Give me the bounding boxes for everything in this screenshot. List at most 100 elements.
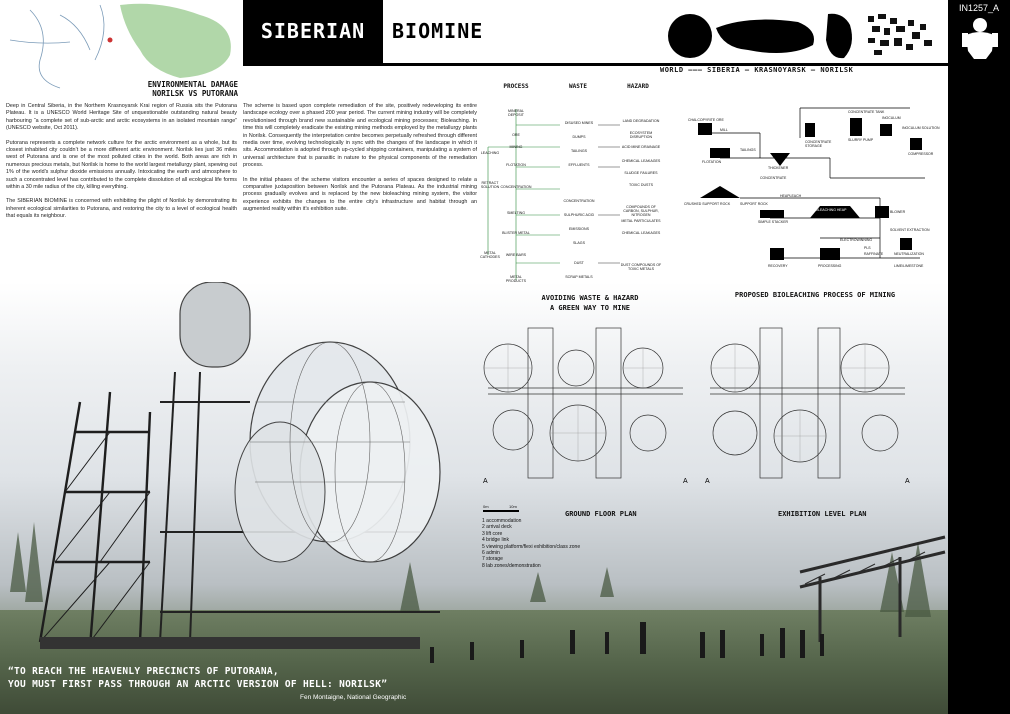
bio-label: BLOWER: [890, 210, 906, 214]
scale-graphic: [483, 510, 519, 512]
quote: “TO REACH THE HEAVENLY PRECINCTS OF PUTO…: [8, 665, 438, 691]
process-step: MINING: [509, 145, 523, 149]
waste-item: EMISSIONS: [569, 227, 589, 231]
process-step: METAL PRODUCTS: [505, 275, 527, 284]
waste-item: EFFLUENTS: [568, 163, 590, 167]
waste-item: SLAGS: [573, 241, 585, 245]
legend-item: 7 storage: [482, 556, 503, 563]
legend-item: 2 arrival deck: [482, 524, 512, 531]
paragraph: Putorana represents a complete network c…: [6, 139, 237, 191]
waste-item: CONCENTRATION: [563, 199, 595, 203]
quote-source: Fen Montaigne, National Geographic: [300, 694, 407, 701]
left-text-column: Deep in Central Siberia, in the Northern…: [6, 103, 237, 228]
middle-text-column: The scheme is based upon complete remedi…: [243, 103, 477, 221]
right-sidebar-strip: [948, 0, 1010, 714]
bio-label: MILL: [720, 128, 728, 132]
map-caption: ENVIRONMENTAL DAMAGE NORILSK VS PUTORANA: [100, 80, 238, 98]
hazard-item: CHEMICAL LEAKAGES: [621, 231, 661, 235]
quote-line1: “TO REACH THE HEAVENLY PRECINCTS OF PUTO…: [8, 666, 279, 677]
bio-label: COMPRESSOR: [908, 152, 934, 156]
paragraph: The scheme is based upon complete remedi…: [243, 103, 477, 169]
exhibition-level-plan-caption: EXHIBITION LEVEL PLAN: [778, 510, 867, 518]
bio-label: PLS: [864, 246, 871, 250]
norilsk-map-icon: [868, 14, 932, 55]
diagram-connectors: [487, 109, 620, 280]
bioleaching-process-diagram: CHALCOPYRITE ORE MILL FLOTATION TAILINGS…: [680, 98, 948, 283]
quote-line2: YOU MUST FIRST PASS THROUGH AN ARCTIC VE…: [8, 679, 388, 690]
perspective-render: [10, 282, 946, 663]
legend-item: 3 lift core: [482, 530, 503, 537]
section-mark: A: [705, 478, 710, 485]
hazard-item: CHEMICAL LEAKAGES: [621, 159, 661, 163]
location-label: WORLD: [660, 66, 684, 74]
landscape-ground: [0, 610, 948, 714]
location-silhouettes: [668, 13, 932, 59]
process-step: SMELTING: [506, 211, 526, 215]
title-part2: BIOMINE: [392, 19, 484, 43]
waste-item: SULPHURIC ACID: [563, 213, 595, 217]
bio-label: HEAPLEACH: [780, 194, 802, 198]
bioleach-caption: PROPOSED BIOLEACHING PROCESS OF MINING: [734, 291, 896, 299]
location-label: KRASNOYARSK: [754, 66, 807, 74]
legend-item: 5 viewing platform/flexi exhibition/clas…: [482, 543, 581, 550]
title-part1: SIBERIAN: [260, 19, 366, 43]
bio-label: SOLVENT EXTRACTION: [890, 228, 930, 232]
map-caption-line2: NORILSK VS PUTORANA: [152, 89, 238, 98]
ground-floor-plan-drawing: A A: [483, 327, 688, 485]
legend-item: 6 admin: [482, 550, 500, 557]
bio-label: CONCENTRATE: [760, 176, 787, 180]
bio-label: PROCESSING: [818, 264, 842, 268]
bio-label: THICKENER: [768, 166, 789, 170]
side-step: RETRACT SOLUTION: [480, 181, 500, 190]
globe-icon: [668, 14, 712, 58]
location-label: SIBERIA: [707, 66, 741, 74]
bio-label: SLURRY PUMP: [848, 138, 874, 142]
section-mark: A: [683, 478, 688, 485]
russia-map-icon: [716, 19, 814, 54]
process-waste-hazard-diagram: PROCESS WASTE HAZARD MINERAL DEPOSIT ORE…: [480, 83, 665, 290]
ground-floor-plan-caption: GROUND FLOOR PLAN: [565, 510, 637, 518]
location-labels: WORLD ——— SIBERIA — KRASNOYARSK — NORILS…: [660, 66, 854, 74]
bio-label: LIME/LIMESTONE: [894, 264, 924, 268]
diagram-header: HAZARD: [627, 83, 649, 90]
bio-label: CONCENTRATE STORAGE: [805, 140, 832, 148]
sheet-id: IN1257_A: [958, 3, 1000, 13]
scale-bar: 0m 10m: [483, 504, 543, 514]
hazard-item: ACID MINE DRAINAGE: [621, 145, 661, 149]
process-diagram-caption: AVOIDING WASTE & HAZARD A GREEN WAY TO M…: [510, 293, 670, 313]
paragraph: The SIBERIAN BIOMINE is concerned with e…: [6, 198, 237, 220]
bio-label: CHALCOPYRITE ORE: [688, 118, 724, 122]
section-mark: A: [483, 478, 488, 485]
bio-label: INOCULUM: [882, 116, 901, 120]
section-mark: A: [905, 478, 910, 485]
hazard-item: COMPOUNDS OF CARBON, SULPHUR, NITROGEN: [623, 205, 659, 218]
hazard-item: TOXIC DUSTS: [628, 183, 654, 187]
waste-item: TAILINGS: [570, 149, 588, 153]
waste-item: DISUSED MINES: [564, 121, 594, 125]
hazard-item: ECOSYSTEM DISRUPTION: [629, 131, 653, 140]
paragraph: In the initial phases of the scheme visi…: [243, 176, 477, 213]
process-step: FLOTATION: [506, 163, 526, 167]
location-divider: [243, 63, 948, 66]
process-step: BLISTER METAL: [502, 231, 530, 235]
legend-item: 1 accommodation: [482, 518, 522, 524]
caption-line1: AVOIDING WASTE & HAZARD: [541, 294, 639, 302]
title-block: [243, 0, 383, 66]
bio-label: RAFFINATE: [864, 252, 884, 256]
legend-item: 8 lab zones/demonstration: [482, 562, 541, 569]
scale-label: 10m: [509, 504, 517, 509]
diagram-header: PROCESS: [503, 83, 529, 90]
map-caption-line1: ENVIRONMENTAL DAMAGE: [147, 80, 238, 89]
bio-label: TAILINGS: [740, 148, 756, 152]
waste-item: DUMPS: [572, 135, 586, 139]
waste-item: DUST: [574, 261, 584, 265]
process-step: MINERAL DEPOSIT: [508, 109, 524, 118]
waste-item: SCRAP METALS: [565, 275, 593, 279]
krasnoyarsk-map-icon: [826, 13, 852, 59]
exhibition-level-plan-drawing: A A: [705, 327, 910, 485]
bioleach-schematic: [698, 107, 925, 260]
bio-label: INOCULUM SOLUTION: [902, 126, 940, 130]
hazard-item: SLUDGE FAILURES: [624, 171, 658, 175]
bio-label: SUPPORT ROCK: [740, 202, 768, 206]
sheet-emblem-icon: [962, 18, 998, 59]
